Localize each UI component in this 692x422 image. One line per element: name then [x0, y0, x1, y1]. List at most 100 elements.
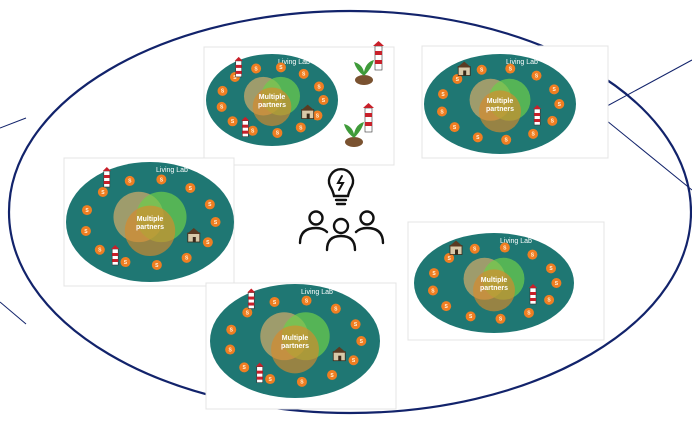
coin-icon: S [505, 63, 516, 74]
svg-text:S: S [473, 247, 477, 253]
coin-icon: S [185, 182, 196, 193]
coin-icon: S [151, 259, 162, 270]
svg-text:S: S [300, 380, 304, 386]
person-icon [325, 234, 357, 252]
svg-text:S: S [527, 311, 531, 317]
venn-circle [479, 90, 521, 133]
light-bulb-icon [327, 168, 355, 198]
coin-icon: S [301, 295, 312, 306]
house-icon [300, 104, 315, 119]
partners-venn [463, 257, 525, 312]
svg-text:S: S [124, 260, 128, 266]
svg-text:S: S [155, 263, 159, 269]
svg-text:S: S [299, 125, 303, 131]
house-icon [457, 61, 472, 76]
house-icon [332, 346, 347, 362]
coin-icon: S [318, 95, 329, 105]
svg-text:S: S [231, 119, 235, 125]
living-lab-title: Living Lab [506, 59, 538, 66]
venn-circle [473, 269, 515, 312]
coin-icon: S [97, 186, 108, 197]
coin-icon: S [295, 122, 306, 133]
coin-icon: S [449, 122, 460, 133]
lightning-icon [336, 175, 345, 191]
coin-icon: S [181, 252, 192, 263]
coin-icon: S [469, 243, 480, 254]
partners-venn [469, 78, 531, 133]
person-icon [354, 226, 385, 245]
svg-text:S: S [354, 322, 358, 328]
coin-icon: S [437, 106, 448, 117]
coin-icon: S [156, 174, 167, 185]
coin-icon: S [202, 237, 213, 248]
coin-icon: S [441, 301, 452, 312]
svg-text:S: S [456, 77, 460, 83]
coin-icon: S [312, 110, 323, 121]
coin-icon: S [429, 268, 440, 279]
svg-text:S: S [302, 72, 306, 78]
coin-icon: S [226, 324, 237, 335]
svg-text:S: S [432, 271, 436, 277]
svg-text:S: S [279, 65, 283, 71]
coin-icon: S [527, 249, 538, 260]
svg-text:S: S [547, 298, 551, 304]
svg-text:S: S [441, 92, 445, 98]
svg-text:S: S [453, 125, 457, 131]
svg-text:S: S [185, 256, 189, 262]
lighthouse-icon [234, 56, 243, 78]
coin-icon: S [298, 68, 309, 79]
lighthouse-icon [102, 167, 111, 188]
svg-text:S: S [128, 179, 132, 185]
partners-label: Multiple [137, 216, 164, 223]
coin-icon: S [124, 175, 135, 186]
partners-label: Multiple [282, 335, 309, 342]
partners-label: partners [281, 343, 309, 350]
person-icon [298, 226, 329, 245]
svg-text:S: S [317, 84, 321, 90]
person-icon [332, 217, 350, 235]
svg-text:S: S [243, 365, 247, 371]
coin-icon: S [499, 242, 510, 253]
venn-circle [271, 325, 319, 374]
svg-text:S: S [230, 327, 234, 333]
partners-label: Multiple [259, 94, 286, 101]
coin-icon: S [217, 85, 228, 96]
partners-label: Multiple [487, 98, 514, 105]
coin-icon: S [523, 307, 534, 318]
svg-text:S: S [101, 190, 105, 196]
coin-icon: S [120, 257, 131, 268]
plant-lighthouse-icon [354, 41, 384, 85]
coin-icon: S [547, 115, 558, 126]
venn-circle [252, 87, 292, 127]
house-icon [186, 228, 201, 243]
coin-icon: S [216, 101, 227, 112]
coin-icon: S [330, 303, 341, 314]
coin-icon: S [225, 344, 236, 355]
svg-text:S: S [531, 132, 535, 138]
coin-icon: S [427, 285, 438, 296]
coin-icon: S [327, 370, 338, 381]
living-lab-title: Living Lab [278, 59, 310, 66]
coin-icon: S [546, 263, 557, 274]
svg-text:S: S [334, 306, 338, 312]
coin-icon: S [476, 64, 487, 75]
coin-icon: S [239, 362, 250, 373]
coin-icon: S [501, 134, 512, 145]
svg-text:S: S [552, 87, 556, 93]
svg-text:S: S [431, 288, 435, 294]
partners-venn [260, 312, 330, 374]
coin-icon: S [356, 336, 367, 346]
lighthouse-icon [533, 105, 542, 126]
coin-icon: S [549, 84, 560, 95]
lighthouse-icon [529, 284, 537, 305]
svg-text:S: S [480, 68, 484, 74]
partners-label: Multiple [481, 277, 508, 284]
living-lab-title: Living Lab [301, 289, 333, 296]
partners-label: partners [136, 224, 164, 231]
svg-text:S: S [549, 266, 553, 272]
svg-text:S: S [189, 186, 193, 192]
svg-text:S: S [551, 119, 555, 125]
